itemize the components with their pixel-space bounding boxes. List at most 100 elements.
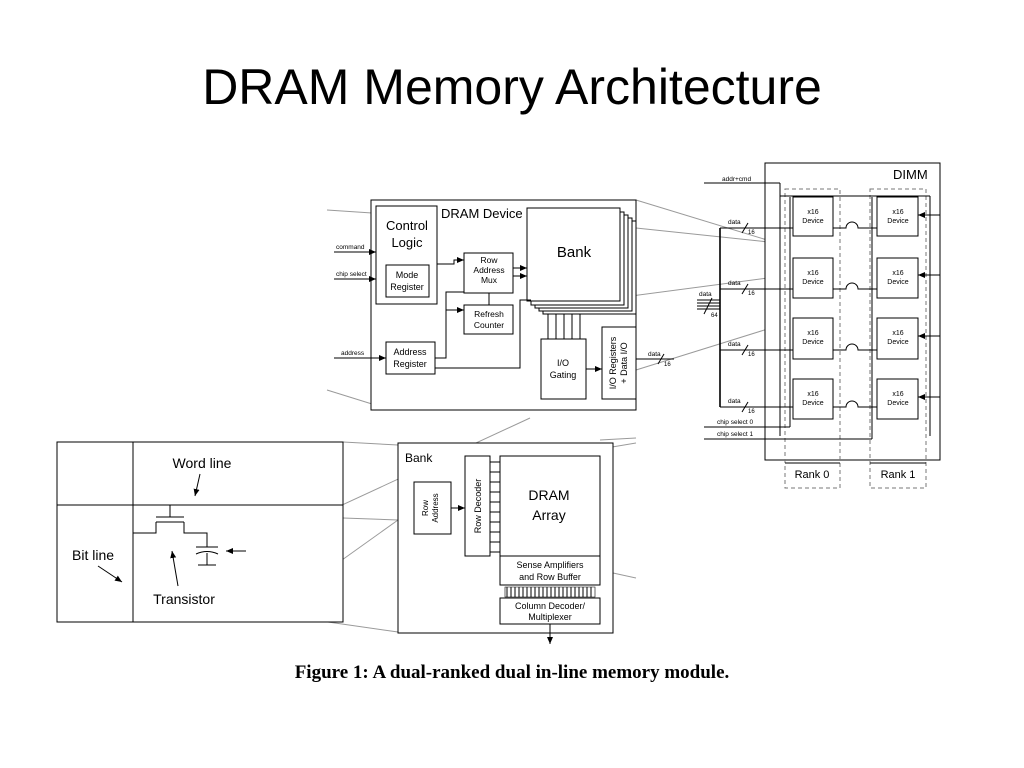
- dram-device-title: DRAM Device: [441, 206, 523, 221]
- device-r0-2: [792, 317, 834, 360]
- sense-amplifiers-line1: Sense Amplifiers: [516, 560, 584, 570]
- row-decoder-label: Row Decoder: [473, 479, 483, 534]
- sense-amplifiers-line2: and Row Buffer: [519, 572, 581, 582]
- row-address-mux-line1: Row: [480, 255, 498, 265]
- mode-register-line1: Mode: [396, 270, 419, 280]
- dram-array-block: DRAM Array: [499, 455, 601, 557]
- device-r1-3-line2: Device: [887, 400, 909, 407]
- rank0-label: Rank 0: [795, 469, 830, 481]
- rank0-outline: [784, 188, 841, 489]
- refresh-counter-line1: Refresh: [474, 309, 504, 319]
- device-r0-3-line1: x16: [807, 391, 818, 398]
- cell-outline: [56, 441, 344, 623]
- device-r1-2-line1: x16: [892, 330, 903, 337]
- lane2-width: 16: [748, 352, 755, 358]
- device-data-width: 16: [664, 362, 671, 368]
- figure-caption: Figure 1: A dual-ranked dual in-line mem…: [294, 662, 730, 683]
- device-r0-2-line2: Device: [802, 339, 824, 346]
- chip-select-0-label: chip select 0: [717, 419, 754, 426]
- row-decoder-block: Row Decoder: [464, 455, 491, 557]
- io-registers-line2: + Data I/O: [619, 342, 629, 383]
- rank1-label: Rank 1: [881, 469, 916, 481]
- rank1-devices: x16 Device x16 Device x16 Device x16 Dev…: [876, 196, 919, 420]
- device-r1-2-line2: Device: [887, 339, 909, 346]
- io-registers-block: I/O Registers + Data I/O: [601, 326, 637, 400]
- address-register-line2: Register: [393, 359, 427, 369]
- address-input-label: address: [341, 350, 365, 357]
- dram-array-line2: Array: [532, 507, 565, 523]
- bank-label: Bank: [557, 244, 592, 261]
- device-r1-1: [876, 257, 919, 299]
- word-line-label: Word line: [173, 455, 232, 471]
- lane0-width: 16: [748, 230, 755, 236]
- dram-device: DRAM Device Control Logic Mode Register …: [334, 199, 674, 411]
- rank0-devices: x16 Device x16 Device x16 Device x16 Dev…: [792, 196, 834, 420]
- lane1-label: data: [728, 280, 741, 287]
- addr-cmd-label: addr+cmd: [722, 176, 751, 183]
- control-logic-line1: Control: [386, 218, 428, 233]
- device-r1-0: [876, 196, 919, 237]
- row-address-mux-line2: Address: [473, 265, 504, 275]
- bit-line-label: Bit line: [72, 547, 114, 563]
- bus-label: data: [699, 291, 712, 298]
- row-decoder-ticks: [490, 461, 500, 553]
- device-r1-3: [876, 378, 919, 420]
- io-registers-line1: I/O Registers: [608, 336, 618, 389]
- device-r0-3-line2: Device: [802, 400, 824, 407]
- row-address-mux-line3: Mux: [481, 275, 498, 285]
- device-r0-3: [792, 378, 834, 420]
- refresh-counter-block: Refresh Counter: [463, 304, 514, 335]
- mode-register-line2: Register: [390, 282, 424, 292]
- command-input-label: command: [336, 244, 365, 251]
- device-r0-2-line1: x16: [807, 330, 818, 337]
- lane3-label: data: [728, 398, 741, 405]
- device-r1-1-line1: x16: [892, 270, 903, 277]
- bank-stack: Bank: [526, 207, 637, 315]
- device-r1-0-line1: x16: [892, 209, 903, 216]
- device-r0-1-line2: Device: [802, 279, 824, 286]
- io-gating-line1: I/O: [557, 358, 569, 368]
- lane0-label: data: [728, 219, 741, 226]
- lane3-width: 16: [748, 409, 755, 415]
- refresh-counter-line2: Counter: [474, 320, 504, 330]
- column-lines: [506, 587, 592, 597]
- lane2-label: data: [728, 341, 741, 348]
- mode-register-block: Mode Register: [385, 264, 430, 298]
- device-r1-2: [876, 317, 919, 360]
- data-lanes: data 16 data 16 data 16 data 16: [719, 219, 877, 415]
- device-r0-0-line2: Device: [802, 218, 824, 225]
- device-r1-3-line1: x16: [892, 391, 903, 398]
- row-address-line2: Address: [431, 493, 440, 522]
- data-bus-64: data 64: [697, 291, 720, 319]
- rank1-outline: [869, 188, 927, 489]
- transistor-label: Transistor: [153, 591, 215, 607]
- device-r1-1-line2: Device: [887, 279, 909, 286]
- device-r0-0: [792, 196, 834, 237]
- io-gating-block: I/O Gating: [540, 338, 587, 400]
- chip-select-input-label: chip select: [336, 271, 367, 278]
- device-r0-1: [792, 257, 834, 299]
- bank-detail: Bank Row Address Row Decoder DRAM Array: [397, 442, 614, 644]
- sense-amplifiers-block: Sense Amplifiers and Row Buffer: [499, 555, 601, 586]
- row-address-block: Row Address: [413, 481, 452, 535]
- dram-array-line1: DRAM: [528, 487, 569, 503]
- address-register-block: Address Register: [385, 341, 436, 375]
- bus-width: 64: [711, 313, 718, 319]
- column-decoder-line2: Multiplexer: [528, 612, 572, 622]
- column-decoder-block: Column Decoder/ Multiplexer: [499, 597, 601, 625]
- dimm-title: DIMM: [893, 167, 928, 182]
- chip-select-1-label: chip select 1: [717, 431, 754, 438]
- column-decoder-line1: Column Decoder/: [515, 601, 586, 611]
- device-r0-0-line1: x16: [807, 209, 818, 216]
- transistor-symbol: [133, 505, 208, 547]
- dimm: DIMM Rank 0 Rank 1 addr+cmd x16 Device x…: [697, 162, 941, 489]
- control-logic-line2: Logic: [391, 235, 423, 250]
- device-data-label: data: [648, 351, 661, 358]
- capacitor-symbol: [195, 546, 219, 566]
- device-r1-0-line2: Device: [887, 218, 909, 225]
- cell-diagram: Word line Bit line Transistor: [56, 441, 344, 623]
- row-address-mux-block: Row Address Mux: [463, 252, 514, 294]
- io-gating-line2: Gating: [550, 370, 577, 380]
